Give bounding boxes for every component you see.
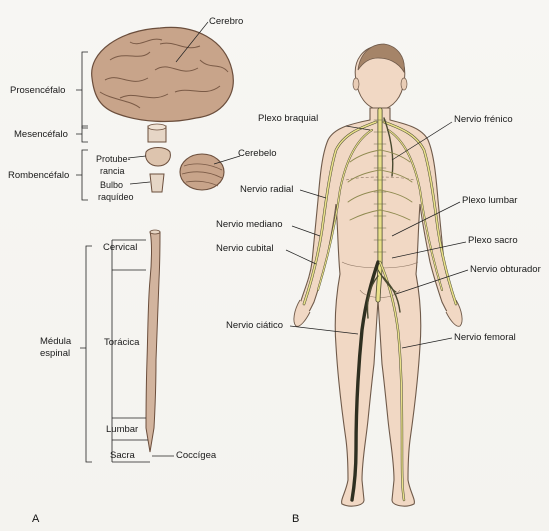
protuberancia-label-line2: rancia	[100, 166, 125, 176]
nervio-mediano-label: Nervio mediano	[216, 219, 283, 230]
plexo-sacro-label: Plexo sacro	[468, 235, 518, 246]
rombencefalo-label: Rombencéfalo	[8, 170, 69, 181]
prosencephalon-brace	[76, 52, 88, 128]
panel-a-letter: A	[32, 513, 40, 525]
medula-label-line1: Médula	[40, 336, 72, 347]
protuberancia-leader	[128, 156, 146, 158]
cerebelo-label: Cerebelo	[238, 148, 277, 159]
nervio-radial-label: Nervio radial	[240, 184, 293, 195]
plexo-braquial-label: Plexo braquial	[258, 113, 318, 124]
cerebro-label: Cerebro	[209, 16, 243, 27]
nervio-obturador-label: Nervio obturador	[470, 264, 541, 275]
nervio-ciatico-label: Nervio ciático	[226, 320, 283, 331]
cervical-label: Cervical	[103, 242, 137, 253]
cerebellum-illustration	[180, 154, 224, 190]
spinal-cord-brace	[80, 246, 92, 462]
sacra-label: Sacra	[110, 450, 136, 461]
mesencefalo-label: Mesencéfalo	[14, 129, 68, 140]
nervio-frenico-label: Nervio frénico	[454, 114, 513, 125]
nervio-cubital-label: Nervio cubital	[216, 243, 274, 254]
nervio-femoral-label: Nervio femoral	[454, 332, 516, 343]
plexo-lumbar-label: Plexo lumbar	[462, 195, 517, 206]
panel-a-central-nervous-system: Cerebro Prosencéfalo Mesencéfalo Protube…	[8, 16, 277, 525]
protuberancia-label-line1: Protube-	[96, 154, 131, 164]
medula-label-line2: espinal	[40, 348, 70, 359]
rhombencephalon-brace	[76, 150, 88, 200]
bulbo-label-line2: raquídeo	[98, 192, 134, 202]
lumbar-label: Lumbar	[106, 424, 138, 435]
bulbo-label-line1: Bulbo	[100, 180, 123, 190]
prosencefalo-label: Prosencéfalo	[10, 85, 65, 96]
brain-illustration	[92, 27, 234, 121]
bulbo-leader	[130, 182, 150, 184]
panel-b-peripheral-nervous-system: Plexo braquial Nervio frénico Nervio rad…	[216, 44, 541, 525]
spinal-cord-shape	[146, 232, 160, 452]
coccigea-label: Coccígea	[176, 450, 217, 461]
panel-b-letter: B	[292, 513, 299, 525]
medulla-shape	[150, 174, 164, 192]
nervio-cubital-leader	[286, 250, 316, 264]
toracica-label: Torácica	[104, 337, 140, 348]
pons-shape	[146, 148, 171, 167]
